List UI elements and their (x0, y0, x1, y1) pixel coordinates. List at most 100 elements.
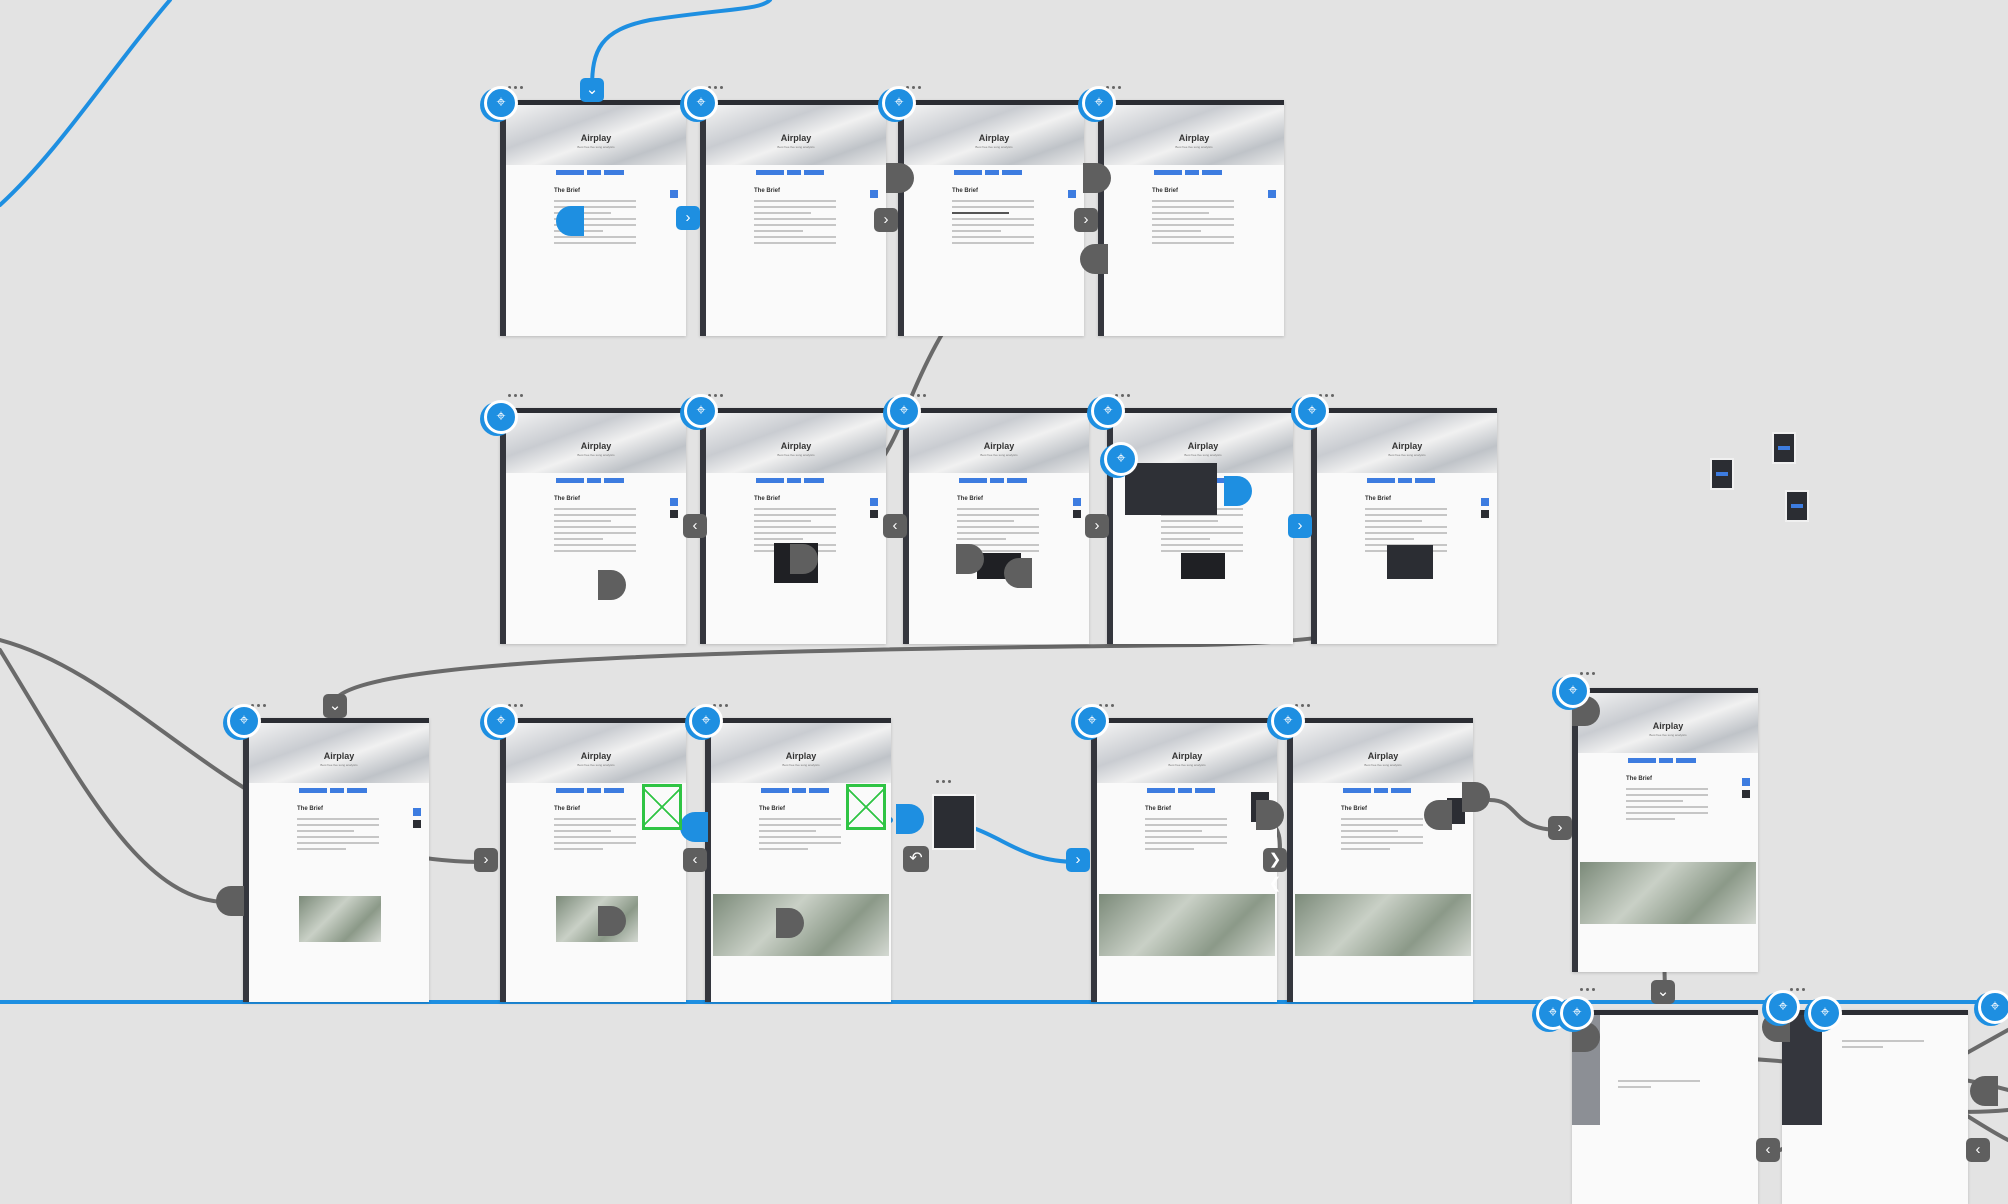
more-dots-icon[interactable] (906, 76, 926, 89)
chevron-left-icon[interactable]: ‹ (1756, 1138, 1780, 1162)
artboard-text-lines (1618, 1080, 1700, 1092)
pin-icon[interactable]: ⌖ (1766, 990, 1800, 1024)
more-dots-icon[interactable] (936, 770, 956, 783)
artboard-topbar (500, 718, 686, 723)
chevron-down-icon[interactable]: ⌄ (580, 78, 604, 102)
mini-panel-2[interactable] (1772, 432, 1796, 464)
artboard-heading: The Brief (754, 188, 781, 194)
connector-handle[interactable] (1424, 800, 1452, 830)
pin-icon[interactable]: ⌖ (227, 704, 261, 738)
chevron-right-icon[interactable]: › (1085, 514, 1109, 538)
more-dots-icon[interactable] (508, 694, 528, 707)
artboard-photo (299, 896, 381, 942)
more-dots-icon[interactable] (508, 384, 528, 397)
artboard-r2-5[interactable]: Airplay Best free live song analytics Th… (1311, 408, 1497, 644)
pin-icon[interactable]: ⌖ (484, 86, 518, 120)
placeholder-frame[interactable] (846, 784, 886, 830)
more-dots-icon[interactable] (1580, 662, 1600, 675)
more-dots-icon[interactable] (911, 384, 931, 397)
more-dots-icon[interactable] (251, 694, 271, 707)
artboard-r2-3[interactable]: Airplay Best free live song analytics Th… (903, 408, 1089, 644)
more-dots-icon[interactable] (1106, 76, 1126, 89)
chevron-left-icon[interactable]: ‹ (683, 514, 707, 538)
artboard-r3-2[interactable]: Airplay Best free live song analytics Th… (500, 718, 686, 1002)
more-dots-icon[interactable] (1580, 978, 1600, 991)
artboard-r4-1[interactable] (1572, 1010, 1758, 1204)
connector-handle[interactable] (896, 804, 924, 834)
chevron-right-icon[interactable]: › (874, 208, 898, 232)
chevron-right-icon[interactable]: › (1066, 848, 1090, 872)
connector-handle[interactable] (1083, 163, 1111, 193)
connector-handle[interactable] (1970, 1076, 1998, 1106)
more-dots-icon[interactable] (713, 694, 733, 707)
connector-handle[interactable] (216, 886, 244, 916)
chevron-left-icon[interactable]: ‹ (883, 514, 907, 538)
artboard-r3-3[interactable]: Airplay Best free live song analytics Th… (705, 718, 891, 1002)
chevron-down-icon[interactable]: ⌄ (1651, 980, 1675, 1004)
connector-handle[interactable] (886, 163, 914, 193)
artboard-r1-3[interactable]: Airplay Best free live song analytics Th… (898, 100, 1084, 336)
artboard-sidebar (898, 105, 904, 336)
mini-panel-1[interactable] (1710, 458, 1734, 490)
mini-panel-3[interactable] (1785, 490, 1809, 522)
chevron-left-icon[interactable]: ‹ (683, 848, 707, 872)
pin-icon[interactable]: ⌖ (1271, 704, 1305, 738)
chevron-right-icon[interactable]: › (474, 848, 498, 872)
connector-handle[interactable] (1462, 782, 1490, 812)
more-dots-icon[interactable] (1319, 384, 1339, 397)
chevron-right-icon[interactable]: › (1074, 208, 1098, 232)
connector-handle[interactable] (1256, 800, 1284, 830)
artboard-r2-4[interactable]: Airplay Best free live song analytics Th… (1107, 408, 1293, 644)
pin-icon[interactable]: ⌖ (684, 394, 718, 428)
chevron-left-icon[interactable]: ❯❮ (1263, 848, 1287, 892)
pin-icon[interactable]: ⌖ (1808, 996, 1842, 1030)
pin-icon[interactable]: ⌖ (1091, 394, 1125, 428)
artboard-r2-1[interactable]: Airplay Best free live song analytics Th… (500, 408, 686, 644)
connector-handle[interactable] (1004, 558, 1032, 588)
pin-icon[interactable]: ⌖ (689, 704, 723, 738)
chevron-right-icon[interactable]: › (1548, 816, 1572, 840)
more-dots-icon[interactable] (1295, 694, 1315, 707)
more-dots-icon[interactable] (1099, 694, 1119, 707)
chevron-right-icon[interactable]: › (1288, 514, 1312, 538)
pin-icon[interactable]: ⌖ (1075, 704, 1109, 738)
chevron-down-icon[interactable]: ⌄ (323, 694, 347, 718)
more-dots-icon[interactable] (508, 76, 528, 89)
connector-handle[interactable] (1080, 244, 1108, 274)
pin-icon[interactable]: ⌖ (1560, 996, 1594, 1030)
artboard-blue-square (870, 190, 878, 198)
artboard-heading: The Brief (754, 496, 781, 502)
artboard-r3-4[interactable]: Airplay Best free live song analytics Th… (1091, 718, 1277, 1002)
pin-icon[interactable]: ⌖ (1556, 674, 1590, 708)
artboard-r1-4[interactable]: Airplay Best free live song analytics Th… (1098, 100, 1284, 336)
artboard-image-dialog (1387, 545, 1433, 579)
artboard-r3-1[interactable]: Airplay Best free live song analytics Th… (243, 718, 429, 1002)
chevron-left-icon[interactable]: ‹ (1966, 1138, 1990, 1162)
artboard-r1-2[interactable]: Airplay Best free live song analytics Th… (700, 100, 886, 336)
pin-icon[interactable]: ⌖ (887, 394, 921, 428)
more-dots-icon[interactable] (708, 76, 728, 89)
connector-handle[interactable] (556, 206, 584, 236)
placeholder-frame[interactable] (642, 784, 682, 830)
artboard-r2-2[interactable]: Airplay Best free live song analytics Th… (700, 408, 886, 644)
pin-icon[interactable]: ⌖ (684, 86, 718, 120)
more-dots-icon[interactable] (708, 384, 728, 397)
pin-icon[interactable]: ⌖ (1104, 442, 1138, 476)
artboard-r4-2[interactable] (1782, 1010, 1968, 1204)
popup-panel[interactable] (932, 794, 976, 850)
more-dots-icon[interactable] (1115, 384, 1135, 397)
artboard-r1-1[interactable]: Airplay Best free live song analytics Th… (500, 100, 686, 336)
more-dots-icon[interactable] (1790, 978, 1810, 991)
chevron-right-icon[interactable]: › (676, 206, 700, 230)
wire-blue-top (590, 0, 772, 90)
pin-icon[interactable]: ⌖ (1295, 394, 1329, 428)
pin-icon[interactable]: ⌖ (1082, 86, 1116, 120)
pin-icon[interactable]: ⌖ (484, 704, 518, 738)
connector-handle[interactable] (680, 812, 708, 842)
pin-icon[interactable]: ⌖ (1978, 990, 2008, 1024)
undo-icon[interactable]: ↶ (903, 846, 929, 872)
pin-icon[interactable]: ⌖ (484, 400, 518, 434)
artboard-r3-5[interactable]: Airplay Best free live song analytics Th… (1287, 718, 1473, 1002)
pin-icon[interactable]: ⌖ (882, 86, 916, 120)
artboard-r3-6[interactable]: Airplay Best free live song analytics Th… (1572, 688, 1758, 972)
